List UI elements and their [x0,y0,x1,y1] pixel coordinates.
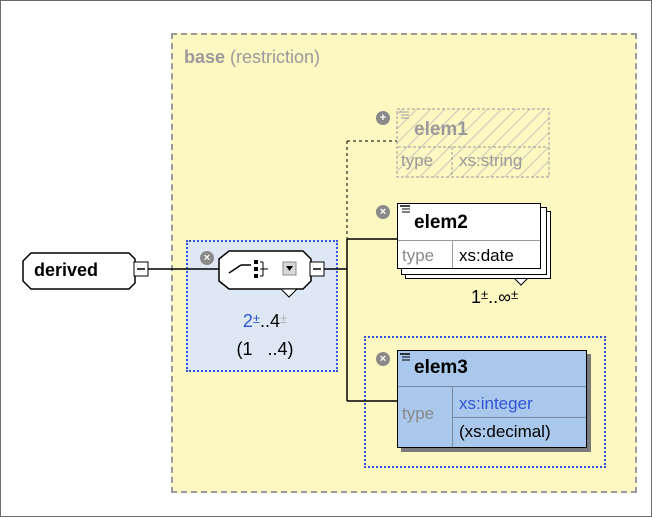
elem2-min-occurs[interactable]: 1 [471,287,482,307]
elem1-type-value[interactable]: xs:string [459,151,523,170]
elem2-type-value[interactable]: xs:date [459,246,514,265]
min-spinner-icon[interactable]: ± [481,287,489,302]
elem3-divider [452,387,453,447]
max-spinner-icon[interactable]: ± [511,287,519,302]
elem2-divider [398,240,540,241]
elem2-occurrence: 1±..∞± [471,287,519,307]
elem2-doc-icon [400,205,410,213]
elem2-max-occurs[interactable]: ∞ [498,287,512,307]
elem1-doc-icon [399,111,409,119]
elem1-add-icon[interactable]: + [376,111,390,125]
derived-element-label: derived [34,260,99,280]
sequence-max-occurs[interactable]: 4 [270,311,281,331]
elem1-name[interactable]: elem1 [414,119,468,140]
elem2-remove-icon[interactable]: × [376,205,390,219]
base-type-derivation: (restriction) [230,47,321,67]
elem2-type-label: type [402,246,435,265]
base-type-title: base (restriction) [184,47,320,68]
elem3-remove-icon[interactable]: × [376,352,390,366]
elem3-type-value[interactable]: xs:integer [459,394,533,413]
derived-element-box [22,252,136,290]
elem1-type-label: type [401,151,434,170]
elem3-divider [398,386,586,387]
sequence-base-occurrence: (1 ..4) [236,339,294,359]
elem3-box[interactable] [397,350,587,448]
elem3-divider [453,417,586,418]
sequence-remove-icon[interactable]: × [200,251,214,265]
sequence-base-min: (1 [236,339,253,359]
elem3-type-label: type [402,404,435,423]
elem1-box [396,108,550,178]
sequence-compositor [218,250,312,290]
max-spinner-icon[interactable]: ± [280,311,288,326]
elem3-doc-icon [400,353,410,361]
sequence-min-occurs[interactable]: 2 [242,311,253,331]
sequence-occurrence: 2±..4± [242,311,288,331]
min-spinner-icon[interactable]: ± [252,311,260,326]
elem3-name[interactable]: elem3 [414,357,468,378]
elem3-area [364,336,606,468]
sequence-base-max: 4) [277,339,294,359]
base-type-name: base [184,47,226,67]
elem2-box[interactable] [397,203,541,269]
elem2-name[interactable]: elem2 [414,212,468,233]
elem2-divider [452,241,453,268]
elem3-base-type-value: (xs:decimal) [459,422,551,441]
